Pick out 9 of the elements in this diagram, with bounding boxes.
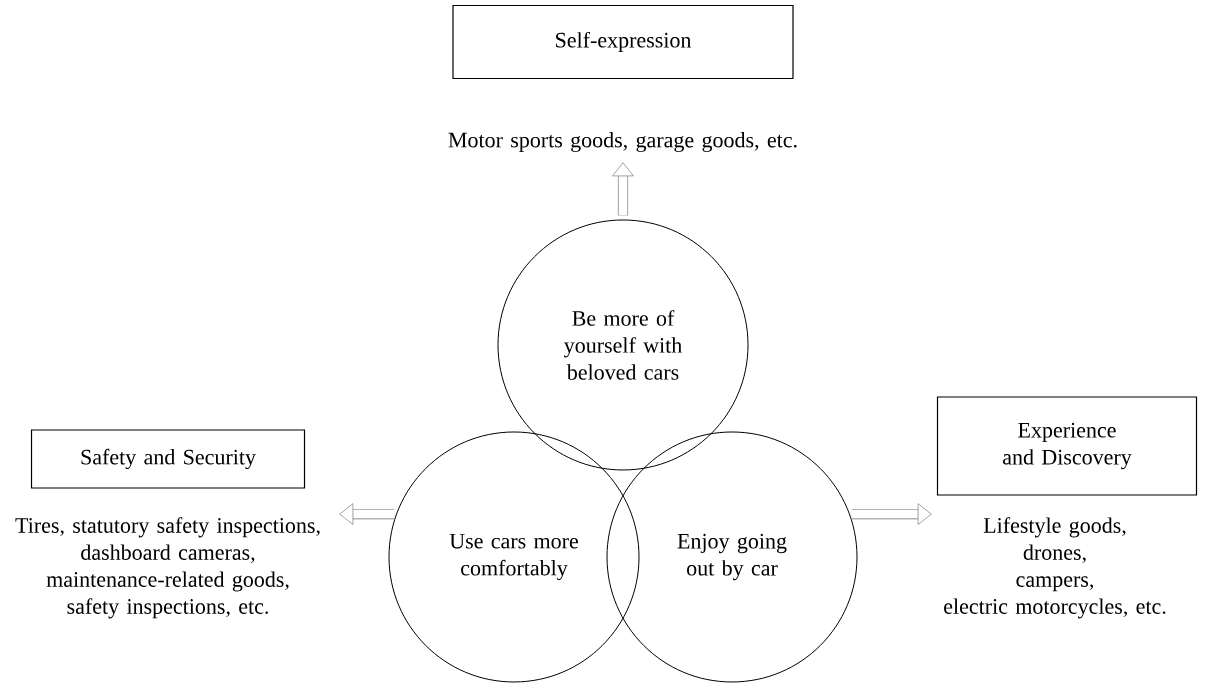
block-arrow — [612, 162, 634, 216]
category-box: Experience and Discovery — [936, 396, 1198, 496]
description-text: Tires, statutory safety inspections, dashboard cameras, maintenance-related goods, safety inspections, etc. — [15, 517, 320, 619]
block-arrow — [339, 503, 395, 525]
description-text: Lifestyle goods, drones, campers, electric motorcycles, etc. — [944, 517, 1166, 619]
category-box: Safety and Security — [30, 429, 306, 489]
category-box: Self-expression — [452, 4, 794, 80]
description-text: Motor sports goods, garage goods, etc. — [448, 132, 797, 152]
block-arrow — [851, 503, 932, 525]
